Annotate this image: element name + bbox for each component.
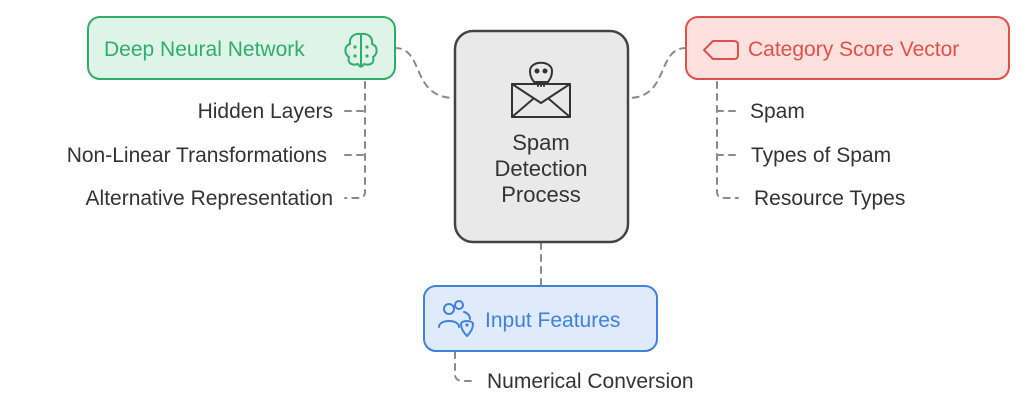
center-node[interactable]: Spam Detection Process: [453, 29, 630, 244]
center-title-line-1: Spam: [512, 130, 569, 155]
connector-dnn-center: [394, 47, 456, 99]
dnn-node[interactable]: Deep Neural Network: [87, 16, 396, 80]
skull-envelope-icon: [511, 61, 571, 118]
connector-input-children: [454, 351, 475, 382]
users-location-icon: [438, 300, 474, 337]
csv-child-label: Types of Spam: [751, 144, 891, 167]
connector-dnn-children: [344, 81, 366, 199]
csv-node[interactable]: Category Score Vector: [685, 16, 1010, 80]
dnn-child-label: Non-Linear Transformations: [67, 144, 327, 167]
input-node[interactable]: Input Features: [423, 285, 658, 352]
tag-icon: [703, 40, 739, 60]
dnn-node-label: Deep Neural Network: [104, 38, 305, 61]
dnn-children: Hidden Layers Non-Linear Transformations…: [67, 100, 333, 210]
connectors: [344, 47, 739, 382]
dnn-child-label: Hidden Layers: [198, 100, 333, 123]
connector-csv-center: [627, 47, 687, 99]
center-title-line-3: Process: [501, 182, 580, 207]
input-child-label: Numerical Conversion: [487, 370, 694, 393]
csv-child-label: Resource Types: [754, 187, 905, 210]
input-children: Numerical Conversion: [487, 370, 694, 393]
dnn-child-label: Alternative Representation: [86, 187, 333, 210]
connector-csv-children: [716, 81, 739, 199]
csv-children: Spam Types of Spam Resource Types: [750, 100, 905, 210]
brain-icon: [344, 32, 378, 68]
center-title-line-2: Detection: [495, 156, 588, 181]
csv-child-label: Spam: [750, 100, 805, 123]
csv-node-label: Category Score Vector: [748, 38, 959, 61]
input-node-label: Input Features: [485, 309, 620, 332]
